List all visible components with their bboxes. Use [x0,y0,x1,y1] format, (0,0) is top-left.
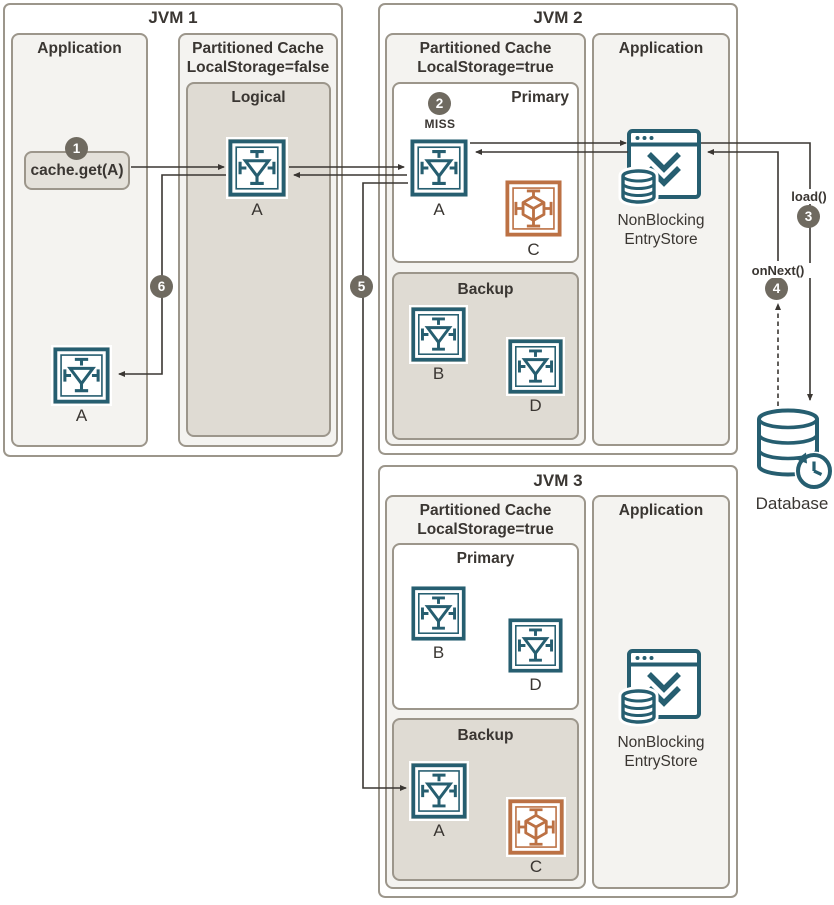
step-3-badge: 3 [797,205,820,228]
cache-label-jvm2-backup-d: D [529,396,542,415]
cache-label-jvm2-primary-c: C [527,240,540,259]
jvm1-application-title: Application [37,40,122,57]
jvm3-application-title: Application [618,502,704,519]
jvm1-logical-box [186,82,331,437]
cache-icon-jvm2-backup-d [508,339,563,394]
onnext-label: onNext() [744,263,812,278]
cache-label-jvm3-primary-b: B [432,643,445,662]
step-1-badge: 1 [65,137,88,160]
jvm2-title: JVM 2 [533,8,583,27]
nonblocking-entrystore-icon-jvm2 [616,128,702,208]
load-label: load() [779,189,834,204]
jvm3-backup-title: Backup [457,727,514,744]
cache-icon-jvm2-backup-b [411,307,466,362]
step-6-badge: 6 [150,275,173,298]
nonblocking-entrystore-label-jvm3: NonBlocking EntryStore [617,734,705,770]
jvm3-primary-title: Primary [456,550,515,567]
cube-icon-jvm3-backup-c [508,799,564,855]
step-2-badge: 2 [428,92,451,115]
jvm1-logical-title: Logical [231,89,286,106]
jvm1-title: JVM 1 [148,8,198,27]
cache-icon-logical-a [228,139,286,197]
cache-label-jvm2-backup-b: B [432,364,445,383]
jvm2-partitioned-cache-title: Partitioned Cache LocalStorage=true [417,40,554,76]
database-icon [756,407,834,493]
cache-label-logical-a: A [251,200,263,219]
cache-icon-jvm3-primary-b [411,586,466,641]
jvm2-primary-title: Primary [511,89,569,106]
cache-icon-jvm3-primary-d [508,618,563,673]
step-4-badge: 4 [765,277,788,300]
cache-icon-jvm2-primary-a [410,139,468,197]
step-5-badge: 5 [350,275,373,298]
cube-icon-jvm2-primary-c [505,180,562,237]
cache-icon-near-a [53,347,110,404]
cache-icon-jvm3-backup-a [411,763,467,819]
jvm3-partitioned-cache-title: Partitioned Cache LocalStorage=true [417,502,554,538]
cache-label-jvm3-primary-d: D [529,675,542,694]
jvm2-application-title: Application [618,40,704,57]
cache-label-near-a: A [75,406,88,425]
jvm3-title: JVM 3 [533,471,583,490]
nonblocking-entrystore-icon-jvm3 [616,648,702,728]
database-label: Database [755,494,829,513]
nonblocking-entrystore-label-jvm2: NonBlocking EntryStore [617,212,705,248]
cache-label-jvm3-backup-c: C [529,857,543,876]
cache-label-jvm3-backup-a: A [433,821,445,840]
miss-label: MISS [424,117,456,131]
jvm2-backup-title: Backup [457,281,514,298]
cache-label-jvm2-primary-a: A [433,200,445,219]
jvm1-partitioned-cache-title: Partitioned Cache LocalStorage=false [186,40,330,76]
